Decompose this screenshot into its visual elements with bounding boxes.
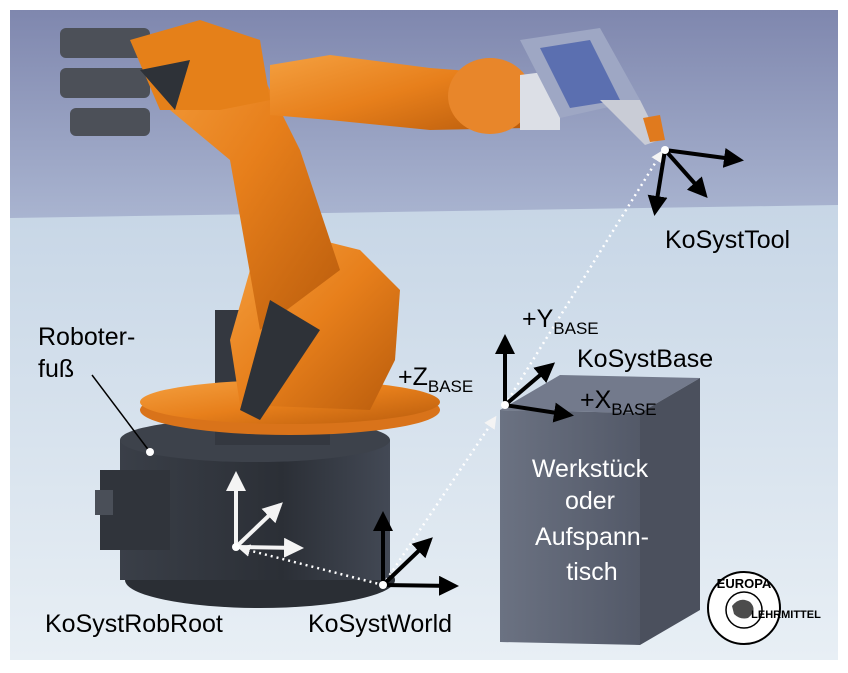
logo-bottom-text: LEHRMITTEL bbox=[751, 609, 821, 621]
roboterfuss-label-line2: fuß bbox=[38, 355, 74, 383]
world-axes bbox=[373, 511, 459, 596]
europa-lehrmittel-logo: EUROPA LEHRMITTEL bbox=[707, 571, 821, 645]
kosyst-base-label: KoSystBase bbox=[577, 345, 713, 373]
kosyst-world-label: KoSystWorld bbox=[308, 610, 452, 638]
werkstueck-line1: Werkstück bbox=[532, 455, 649, 483]
robroot-axes bbox=[226, 471, 304, 558]
plus-y-base-label: +YBASE bbox=[522, 305, 599, 338]
plus-x-base-label: +XBASE bbox=[580, 386, 657, 419]
robot-arm bbox=[60, 20, 665, 435]
werkstueck-line3: Aufspann- bbox=[535, 523, 649, 551]
roboterfuss-label-line1: Roboter- bbox=[38, 323, 135, 351]
werkstueck-label: Werkstück oder Aufspann- tisch bbox=[532, 455, 649, 586]
logo-top-text: EUROPA bbox=[717, 576, 772, 591]
kosyst-robroot-label: KoSystRobRoot bbox=[45, 610, 223, 638]
base-axes bbox=[495, 334, 574, 423]
plus-z-base-label: +ZBASE bbox=[398, 363, 473, 396]
tool-axes bbox=[647, 146, 744, 216]
werkstueck-line4: tisch bbox=[566, 558, 617, 586]
text-labels: Roboter- fuß KoSystTool +YBASE KoSystBas… bbox=[38, 226, 790, 638]
workpiece-box bbox=[500, 375, 700, 645]
kosyst-tool-label: KoSystTool bbox=[665, 226, 790, 254]
werkstueck-line2: oder bbox=[565, 487, 615, 515]
dotted-vectors bbox=[237, 149, 664, 587]
world-to-robroot-vector bbox=[237, 544, 384, 587]
base-to-tool-vector bbox=[503, 149, 664, 406]
roboterfuss-pointer bbox=[91, 374, 154, 456]
